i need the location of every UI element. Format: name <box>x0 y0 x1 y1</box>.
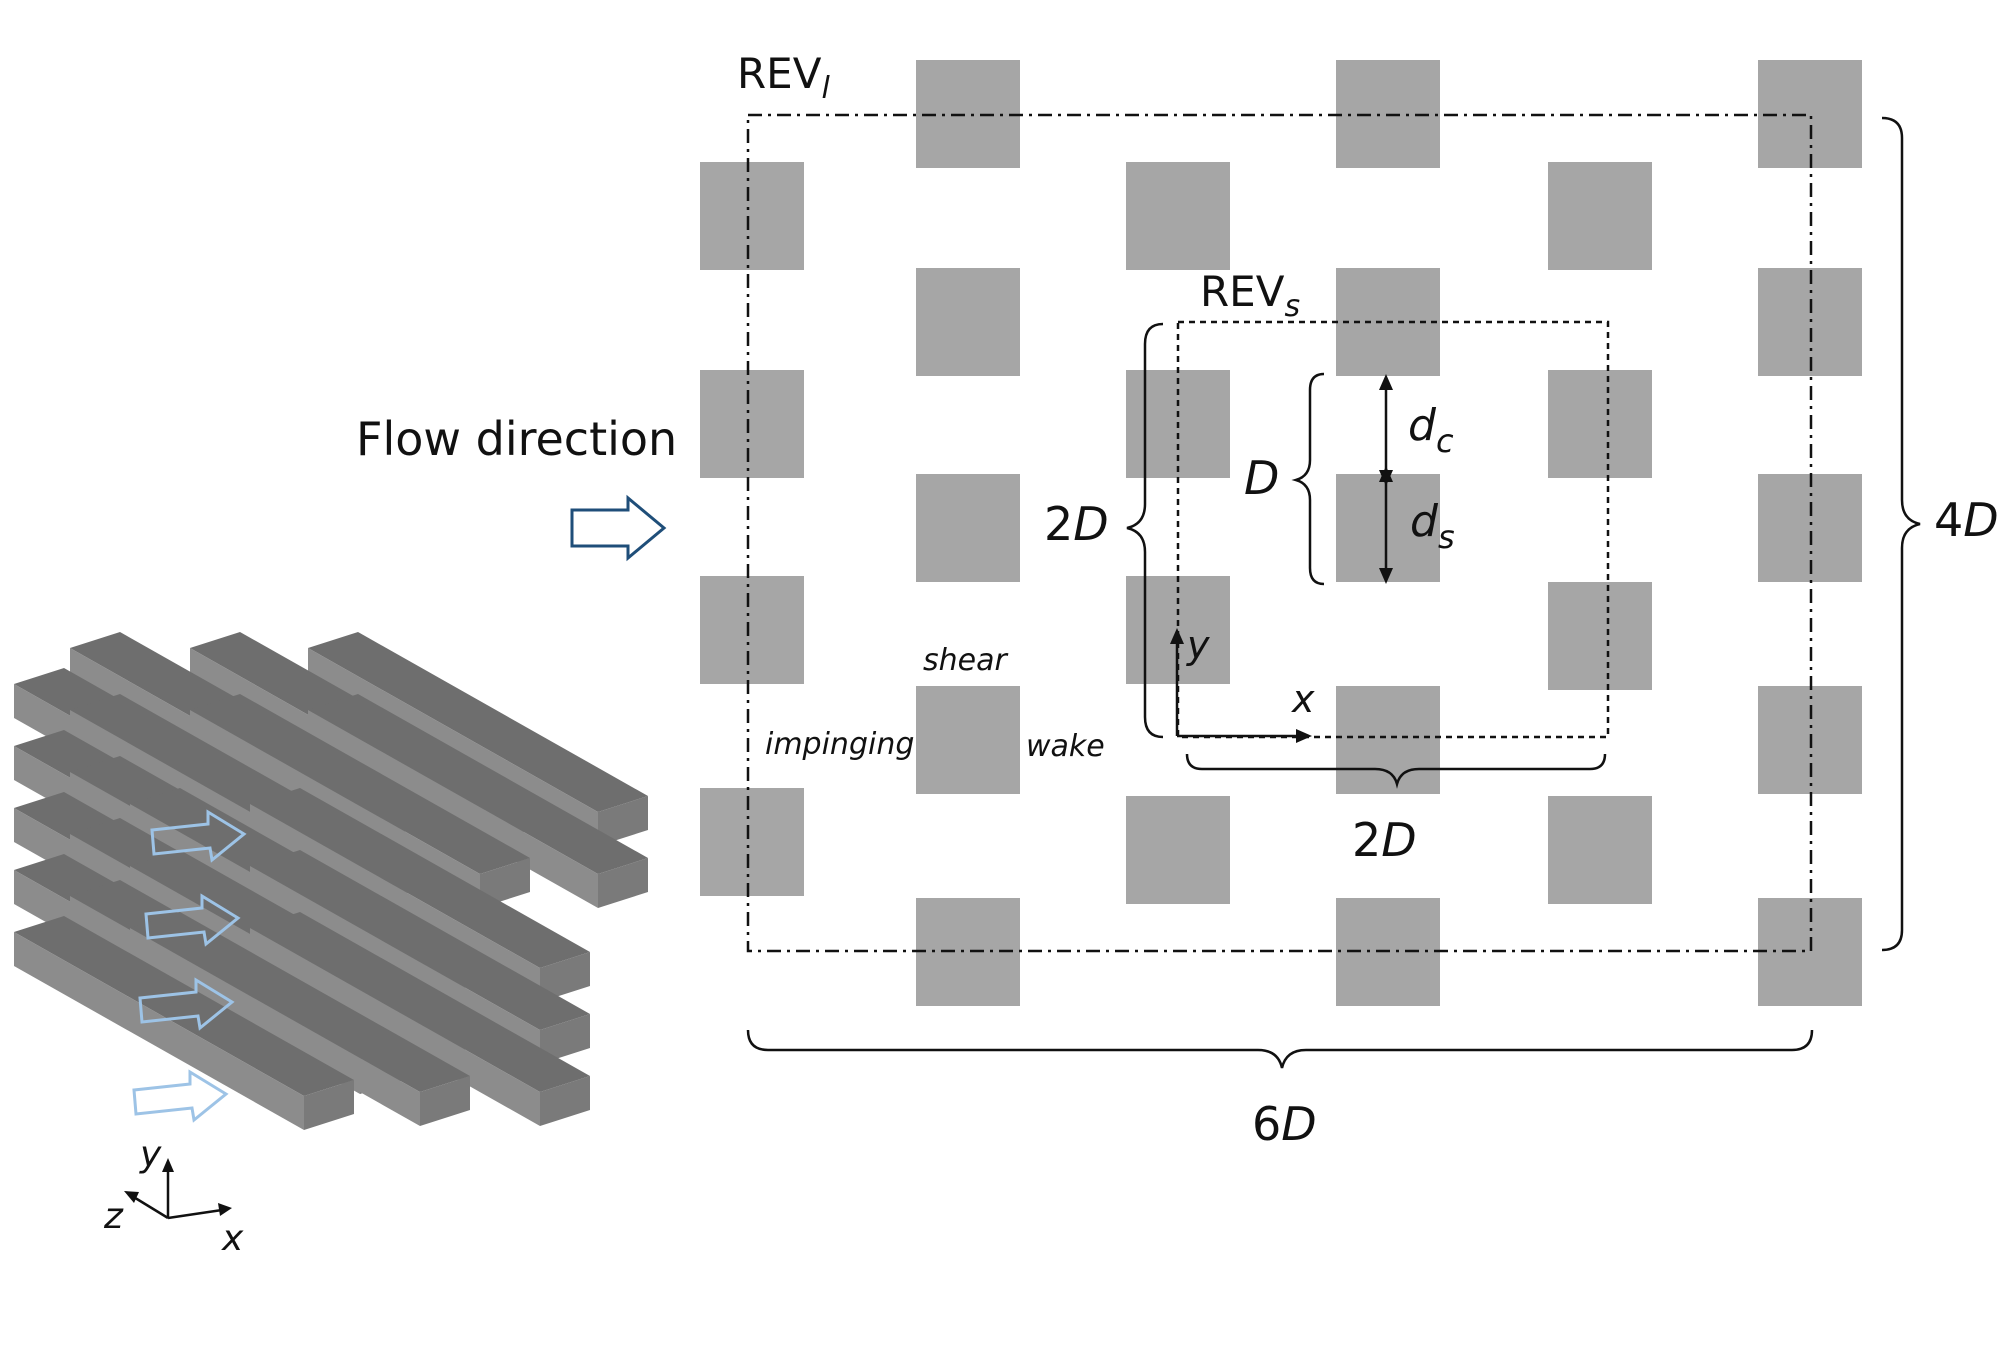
isometric-bar-face <box>250 912 590 1092</box>
square-cylinder-array <box>700 60 1862 1006</box>
brace-2d-bottom <box>1185 753 1607 789</box>
isometric-bar-face <box>540 952 590 1002</box>
axis-x-label: x <box>1291 677 1315 721</box>
ds-label: ds <box>1410 496 1455 556</box>
isometric-bar-face <box>308 694 648 874</box>
shear-label: shear <box>923 643 1008 678</box>
isometric-flow-arrow <box>144 893 241 947</box>
isometric-flow-arrow <box>150 809 247 863</box>
isometric-bar-face <box>304 1080 354 1130</box>
square-cylinder <box>700 788 804 896</box>
local-axes <box>1170 628 1312 743</box>
dim-6d-label: 6D <box>1252 1097 1317 1151</box>
iso-axis-y-label: y <box>139 1134 162 1175</box>
isometric-bar-face <box>598 796 648 846</box>
square-cylinder <box>700 162 804 270</box>
square-cylinder <box>916 474 1020 582</box>
dim-4d-label: 4D <box>1934 493 1999 547</box>
isometric-bar-face <box>480 858 530 908</box>
square-cylinder <box>1126 162 1230 270</box>
rev-small-boundary <box>1176 320 1610 739</box>
brace-2d-left <box>1126 322 1164 739</box>
dc-label: dc <box>1408 400 1454 460</box>
impinging-label: impinging <box>765 727 914 762</box>
flow-direction-arrow <box>570 494 667 562</box>
iso-axis-z-label: z <box>103 1196 124 1237</box>
isometric-bar-face <box>540 1014 590 1064</box>
flow-direction-label: Flow direction <box>356 412 677 466</box>
isometric-bar-face <box>130 912 470 1092</box>
square-cylinder <box>700 576 804 684</box>
isometric-bar-face <box>598 858 648 908</box>
isometric-bar-array <box>14 632 648 1130</box>
isometric-bar-face <box>420 1076 470 1126</box>
dim-2d-bottom-label: 2D <box>1352 813 1417 867</box>
isometric-flow-arrow <box>138 977 235 1031</box>
isometric-flow-arrows <box>132 809 247 1123</box>
square-cylinder <box>700 370 804 478</box>
square-cylinder <box>1126 796 1230 904</box>
rev-small-label: REVs <box>1200 267 1300 324</box>
iso-axis-x-label: x <box>221 1218 244 1259</box>
rev-large-label: REVl <box>737 49 830 106</box>
square-cylinder <box>1548 796 1652 904</box>
square-cylinder <box>1548 582 1652 690</box>
dim-d-label: D <box>1244 451 1279 505</box>
isometric-bar-face <box>250 850 590 1030</box>
square-cylinder <box>1548 162 1652 270</box>
axis-y-label: y <box>1186 623 1210 667</box>
isometric-bar-face <box>14 932 304 1130</box>
square-cylinder <box>1336 474 1440 582</box>
isometric-bar-face <box>250 788 590 968</box>
isometric-bar-face <box>190 694 530 874</box>
rev-large-boundary <box>746 113 1813 953</box>
isometric-axes <box>124 1158 232 1220</box>
dim-2d-left-label: 2D <box>1044 497 1109 551</box>
isometric-bar-face <box>540 1076 590 1126</box>
isometric-bar-face <box>14 916 354 1096</box>
brace-d <box>1291 372 1325 586</box>
brace-6d <box>746 1029 1814 1069</box>
square-cylinder <box>1336 686 1440 794</box>
square-cylinder <box>1548 370 1652 478</box>
square-cylinder <box>916 686 1020 794</box>
brace-4d <box>1881 116 1921 952</box>
wake-label: wake <box>1026 729 1105 764</box>
isometric-flow-arrow <box>132 1069 229 1123</box>
square-cylinder <box>916 268 1020 376</box>
isometric-bar-face <box>308 632 648 812</box>
dc-ds-arrows <box>1379 374 1393 584</box>
